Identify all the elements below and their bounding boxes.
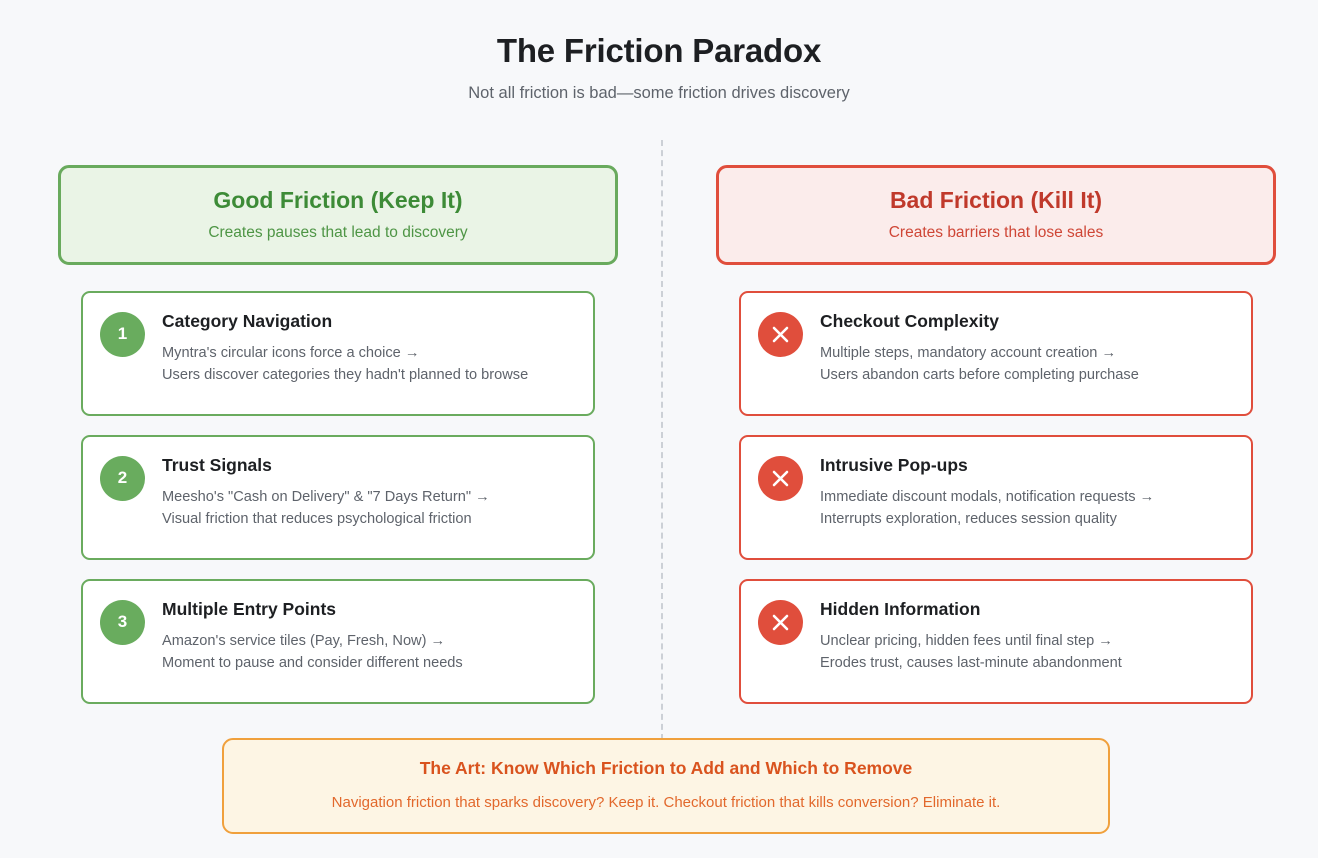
footer-subtitle: Navigation friction that sparks discover… (331, 793, 1001, 811)
good-friction-card[interactable]: 1 Category Navigation Myntra's circular … (81, 290, 595, 416)
bad-friction-card[interactable]: Hidden Information Unclear pricing, hidd… (739, 578, 1253, 704)
card-line-1: Immediate discount modals, notification … (820, 488, 1155, 505)
page-subtitle: Not all friction is bad—some friction dr… (468, 84, 850, 103)
card-line-1: Amazon's service tiles (Pay, Fresh, Now)… (162, 632, 446, 649)
card-title: Hidden Information (820, 598, 981, 619)
good-friction-header-subtitle: Creates pauses that lead to discovery (208, 223, 468, 241)
footer-banner: The Art: Know Which Friction to Add and … (222, 738, 1110, 835)
x-close-icon (758, 455, 803, 501)
good-friction-header-card: Good Friction (Keep It) Creates pauses t… (58, 165, 618, 265)
card-line-2: Moment to pause and consider different n… (162, 655, 463, 672)
card-title: Trust Signals (162, 454, 272, 475)
number-badge: 3 (100, 599, 145, 645)
good-friction-header-title: Good Friction (Keep It) (213, 187, 463, 213)
good-friction-card-list: 1 Category Navigation Myntra's circular … (58, 290, 618, 704)
bad-friction-header-subtitle: Creates barriers that lose sales (888, 223, 1104, 241)
card-line-2: Visual friction that reduces psychologic… (162, 511, 472, 528)
page-title: The Friction Paradox (496, 32, 822, 69)
comparison-columns: Good Friction (Keep It) Creates pauses t… (0, 165, 1318, 723)
number-badge-label: 2 (117, 468, 128, 488)
good-friction-card[interactable]: 2 Trust Signals Meesho's "Cash on Delive… (81, 434, 595, 560)
center-divider (661, 140, 663, 740)
card-title: Intrusive Pop-ups (820, 454, 968, 475)
x-close-icon (758, 311, 803, 357)
card-title: Multiple Entry Points (162, 598, 337, 619)
card-line-1: Myntra's circular icons force a choice → (162, 344, 420, 361)
good-friction-column: Good Friction (Keep It) Creates pauses t… (58, 165, 618, 723)
bad-friction-card[interactable]: Intrusive Pop-ups Immediate discount mod… (739, 434, 1253, 560)
card-line-1: Multiple steps, mandatory account creati… (820, 344, 1117, 361)
card-title: Category Navigation (162, 310, 333, 331)
card-body: Category Navigation Myntra's circular ic… (162, 310, 575, 387)
card-body: Checkout Complexity Multiple steps, mand… (820, 310, 1233, 387)
bad-friction-column: Bad Friction (Kill It) Creates barriers … (716, 165, 1276, 723)
card-body: Intrusive Pop-ups Immediate discount mod… (820, 454, 1233, 531)
card-line-2: Erodes trust, causes last-minute abandon… (820, 655, 1122, 672)
card-body: Trust Signals Meesho's "Cash on Delivery… (162, 454, 575, 531)
bad-friction-header-card: Bad Friction (Kill It) Creates barriers … (716, 165, 1276, 265)
card-body: Hidden Information Unclear pricing, hidd… (820, 598, 1233, 675)
x-close-icon (758, 599, 803, 645)
card-line-1: Unclear pricing, hidden fees until final… (820, 632, 1113, 649)
number-badge: 1 (100, 311, 145, 357)
number-badge: 2 (100, 455, 145, 501)
bad-friction-header-title: Bad Friction (Kill It) (889, 187, 1103, 213)
number-badge-label: 3 (117, 612, 128, 632)
number-badge-label: 1 (117, 324, 128, 344)
card-line-2: Users discover categories they hadn't pl… (162, 367, 529, 384)
footer-title: The Art: Know Which Friction to Add and … (419, 758, 913, 778)
card-title: Checkout Complexity (820, 310, 999, 331)
card-line-2: Interrupts exploration, reduces session … (820, 511, 1117, 528)
card-line-1: Meesho's "Cash on Delivery" & "7 Days Re… (162, 488, 490, 505)
bad-friction-card[interactable]: Checkout Complexity Multiple steps, mand… (739, 290, 1253, 416)
good-friction-card[interactable]: 3 Multiple Entry Points Amazon's service… (81, 578, 595, 704)
page-header: The Friction Paradox Not all friction is… (0, 0, 1318, 105)
bad-friction-card-list: Checkout Complexity Multiple steps, mand… (716, 290, 1276, 704)
card-body: Multiple Entry Points Amazon's service t… (162, 598, 575, 675)
card-line-2: Users abandon carts before completing pu… (820, 367, 1139, 384)
